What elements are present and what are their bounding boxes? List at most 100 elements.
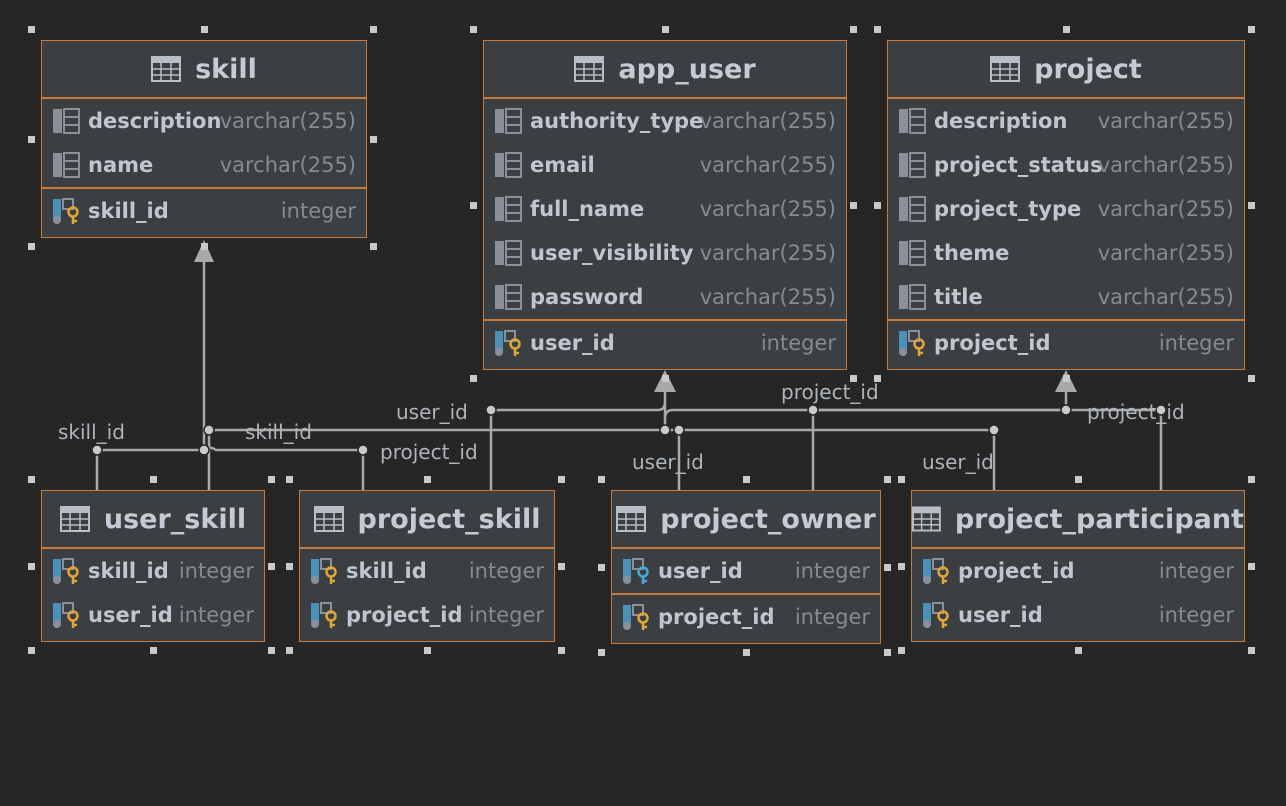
resize-handle[interactable] — [28, 647, 35, 654]
resize-handle[interactable] — [470, 26, 477, 33]
resize-handle[interactable] — [1248, 563, 1255, 570]
resize-handle[interactable] — [470, 202, 477, 209]
resize-handle[interactable] — [424, 647, 431, 654]
resize-handle[interactable] — [201, 243, 208, 250]
column-row[interactable]: email varchar(255) — [484, 143, 846, 187]
table-skill[interactable]: skill description varchar(255) name varc… — [41, 40, 367, 238]
column-row[interactable]: authority_type varchar(255) — [484, 99, 846, 143]
column-row[interactable]: project_status varchar(255) — [888, 143, 1244, 187]
table-header[interactable]: skill — [42, 41, 366, 99]
resize-handle[interactable] — [28, 243, 35, 250]
column-row[interactable]: description varchar(255) — [888, 99, 1244, 143]
table-header[interactable]: project — [888, 41, 1244, 99]
resize-handle[interactable] — [743, 476, 750, 483]
resize-handle[interactable] — [898, 563, 905, 570]
table-project-owner[interactable]: project_owner user_id integer project_id… — [611, 490, 881, 644]
column-row[interactable]: skill_id integer — [42, 549, 264, 593]
column-row[interactable]: project_id integer — [888, 319, 1244, 365]
column-row[interactable]: project_id integer — [612, 593, 880, 639]
resize-handle[interactable] — [1063, 375, 1070, 382]
resize-handle[interactable] — [28, 563, 35, 570]
column-icon — [495, 284, 522, 310]
column-row[interactable]: theme varchar(255) — [888, 231, 1244, 275]
resize-handle[interactable] — [850, 375, 857, 382]
resize-handle[interactable] — [286, 476, 293, 483]
table-project-skill[interactable]: project_skill skill_id integer project_i… — [299, 490, 555, 642]
table-header[interactable]: app_user — [484, 41, 846, 99]
resize-handle[interactable] — [1063, 26, 1070, 33]
table-header[interactable]: project_owner — [612, 491, 880, 549]
resize-handle[interactable] — [150, 476, 157, 483]
resize-handle[interactable] — [268, 563, 275, 570]
table-header[interactable]: project_participant — [912, 491, 1244, 549]
column-row[interactable]: user_visibility varchar(255) — [484, 231, 846, 275]
resize-handle[interactable] — [286, 563, 293, 570]
resize-handle[interactable] — [874, 202, 881, 209]
resize-handle[interactable] — [598, 564, 605, 571]
column-name: project_id — [658, 605, 775, 629]
resize-handle[interactable] — [150, 647, 157, 654]
resize-handle[interactable] — [598, 649, 605, 656]
column-row[interactable]: project_id integer — [300, 593, 554, 637]
column-row[interactable]: user_id integer — [42, 593, 264, 637]
resize-handle[interactable] — [850, 26, 857, 33]
table-project-participant[interactable]: project_participant project_id integer u… — [911, 490, 1245, 642]
column-row[interactable]: skill_id integer — [300, 549, 554, 593]
resize-handle[interactable] — [370, 26, 377, 33]
resize-handle[interactable] — [28, 26, 35, 33]
resize-handle[interactable] — [884, 476, 891, 483]
column-row[interactable]: user_id integer — [484, 319, 846, 365]
resize-handle[interactable] — [28, 476, 35, 483]
resize-handle[interactable] — [1248, 476, 1255, 483]
column-row[interactable]: user_id integer — [912, 593, 1244, 637]
resize-handle[interactable] — [1075, 476, 1082, 483]
resize-handle[interactable] — [874, 26, 881, 33]
resize-handle[interactable] — [1248, 647, 1255, 654]
resize-handle[interactable] — [558, 647, 565, 654]
resize-handle[interactable] — [1248, 375, 1255, 382]
resize-handle[interactable] — [898, 647, 905, 654]
resize-handle[interactable] — [370, 243, 377, 250]
resize-handle[interactable] — [898, 476, 905, 483]
column-type: varchar(255) — [219, 153, 356, 177]
resize-handle[interactable] — [286, 647, 293, 654]
resize-handle[interactable] — [201, 26, 208, 33]
column-row[interactable]: full_name varchar(255) — [484, 187, 846, 231]
column-row[interactable]: title varchar(255) — [888, 275, 1244, 319]
resize-handle[interactable] — [884, 564, 891, 571]
table-user-skill[interactable]: user_skill skill_id integer user_id inte… — [41, 490, 265, 642]
resize-handle[interactable] — [1075, 647, 1082, 654]
column-row[interactable]: password varchar(255) — [484, 275, 846, 319]
table-icon — [574, 56, 605, 82]
column-row[interactable]: skill_id integer — [42, 187, 366, 233]
resize-handle[interactable] — [470, 375, 477, 382]
foreign-key-icon — [311, 558, 337, 584]
resize-handle[interactable] — [662, 375, 669, 382]
column-row[interactable]: user_id integer — [612, 549, 880, 593]
column-row[interactable]: project_id integer — [912, 549, 1244, 593]
resize-handle[interactable] — [424, 476, 431, 483]
resize-handle[interactable] — [558, 563, 565, 570]
table-header[interactable]: project_skill — [300, 491, 554, 549]
resize-handle[interactable] — [743, 649, 750, 656]
resize-handle[interactable] — [1248, 202, 1255, 209]
resize-handle[interactable] — [598, 476, 605, 483]
resize-handle[interactable] — [884, 649, 891, 656]
resize-handle[interactable] — [268, 647, 275, 654]
resize-handle[interactable] — [28, 136, 35, 143]
resize-handle[interactable] — [874, 375, 881, 382]
resize-handle[interactable] — [662, 26, 669, 33]
table-header[interactable]: user_skill — [42, 491, 264, 549]
column-row[interactable]: project_type varchar(255) — [888, 187, 1244, 231]
resize-handle[interactable] — [370, 136, 377, 143]
resize-handle[interactable] — [268, 476, 275, 483]
resize-handle[interactable] — [558, 476, 565, 483]
table-app-user[interactable]: app_user authority_type varchar(255) ema… — [483, 40, 847, 370]
foreign-key-icon — [923, 602, 949, 628]
resize-handle[interactable] — [850, 202, 857, 209]
column-row[interactable]: description varchar(255) — [42, 99, 366, 143]
column-row[interactable]: name varchar(255) — [42, 143, 366, 187]
resize-handle[interactable] — [1248, 26, 1255, 33]
table-project[interactable]: project description varchar(255) project… — [887, 40, 1245, 370]
